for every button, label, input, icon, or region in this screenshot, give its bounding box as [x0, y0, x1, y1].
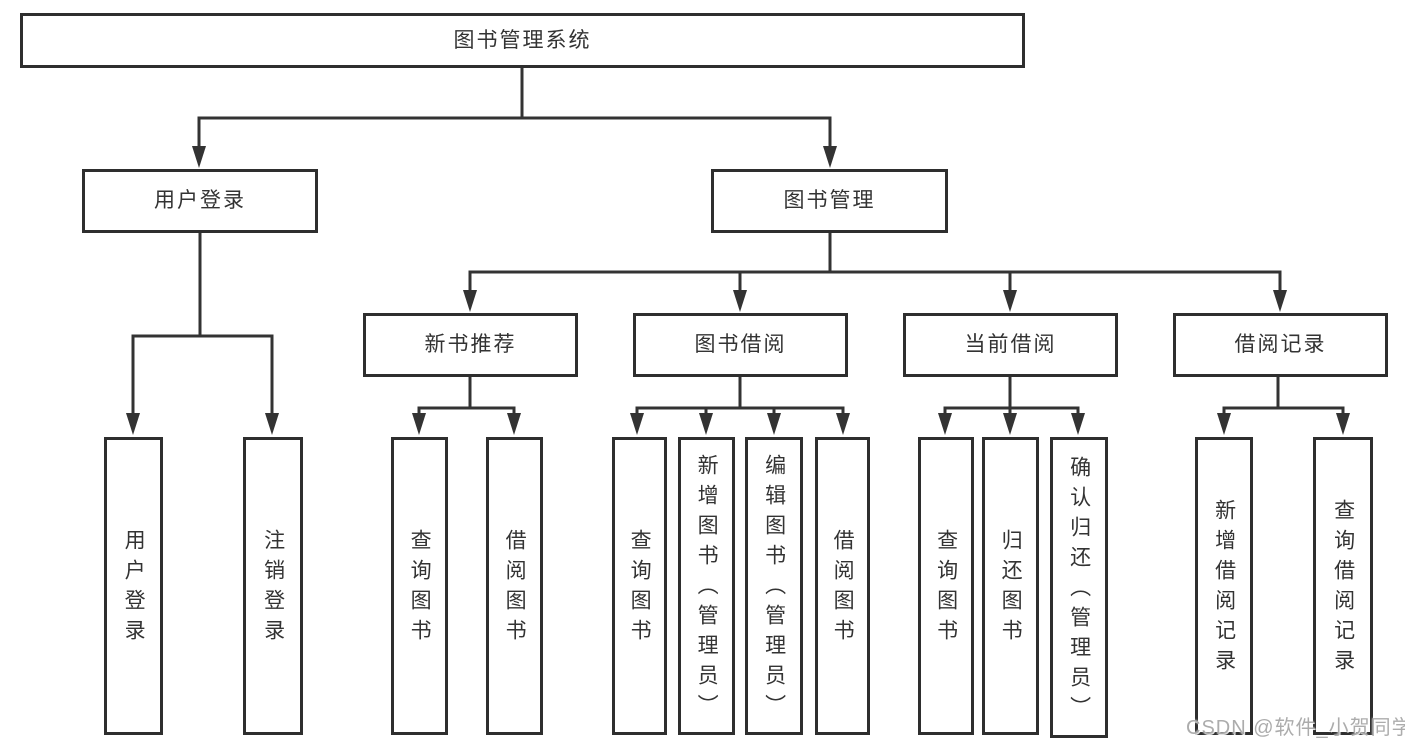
node-label: 查询图书 — [934, 529, 958, 649]
node-query-books-borrow: 查询图书 — [612, 437, 667, 735]
csdn-watermark: CSDN @软件_小贺同学 — [1186, 717, 1405, 739]
node-label: 用户登录 — [122, 529, 146, 649]
node-borrow-books-borrow: 借阅图书 — [815, 437, 870, 735]
node-label: 图书借阅 — [694, 333, 787, 357]
arrowhead-icons — [126, 146, 1350, 435]
node-library-system: 图书管理系统 — [20, 13, 1025, 68]
node-book-management: 图书管理 — [711, 169, 948, 233]
node-confirm-return-admin: 确认归还（管理员） — [1050, 437, 1108, 738]
node-label: 用户登录 — [154, 189, 246, 213]
node-label: 新增借阅记录 — [1212, 499, 1236, 679]
node-return-books: 归还图书 — [982, 437, 1039, 735]
node-label: 查询借阅记录 — [1331, 499, 1355, 679]
node-user-login-action: 用户登录 — [104, 437, 163, 735]
node-current-borrow: 当前借阅 — [903, 313, 1118, 377]
node-label: 确认归还（管理员） — [1067, 455, 1091, 726]
node-label: 借阅图书 — [831, 529, 855, 649]
node-label: 查询图书 — [628, 529, 652, 649]
node-label: 新书推荐 — [424, 333, 517, 357]
node-query-books-recommend: 查询图书 — [391, 437, 448, 735]
node-user-login: 用户登录 — [82, 169, 318, 233]
node-label: 注销登录 — [261, 529, 285, 649]
node-add-borrow-record: 新增借阅记录 — [1195, 437, 1253, 735]
node-borrow-records: 借阅记录 — [1173, 313, 1388, 377]
node-label: 新增图书（管理员） — [695, 454, 719, 724]
node-label: 图书管理 — [783, 189, 876, 213]
node-add-book-admin: 新增图书（管理员） — [678, 437, 735, 735]
node-query-books-current: 查询图书 — [918, 437, 974, 735]
node-borrow-books-recommend: 借阅图书 — [486, 437, 543, 735]
node-query-borrow-record: 查询借阅记录 — [1313, 437, 1373, 735]
node-book-borrow: 图书借阅 — [633, 313, 848, 377]
node-label: 编辑图书（管理员） — [762, 454, 786, 724]
node-logout: 注销登录 — [243, 437, 303, 735]
node-label: 借阅记录 — [1234, 333, 1327, 357]
node-edit-book-admin: 编辑图书（管理员） — [745, 437, 803, 735]
node-label: 图书管理系统 — [453, 28, 592, 52]
node-new-book-recommend: 新书推荐 — [363, 313, 578, 377]
node-label: 归还图书 — [999, 529, 1023, 649]
node-label: 当前借阅 — [964, 333, 1057, 357]
node-label: 查询图书 — [408, 529, 432, 649]
node-label: 借阅图书 — [503, 529, 527, 649]
